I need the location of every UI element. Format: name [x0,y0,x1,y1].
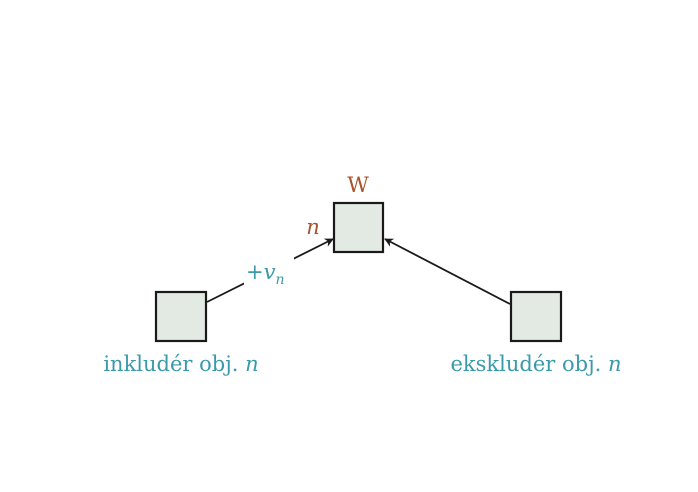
edge-label-variable: v [264,260,276,284]
node-center-top-label: W [347,173,369,197]
node-right-label: ekskludér obj. n [451,352,622,376]
node-right-label-text: ekskludér obj. [451,352,602,376]
node-center-side-label: n [306,215,320,239]
node-left [154,290,208,343]
node-right [509,290,563,343]
node-center [332,201,385,254]
edge-right-to-center [384,238,511,305]
edge-label-prefix: + [246,260,264,284]
edge-label-background [244,256,294,286]
node-right-label-var: n [608,352,622,376]
edge-label-plus-vn: +vn [246,260,285,288]
node-left-label: inkludér obj. n [103,352,258,376]
node-left-label-text: inkludér obj. [103,352,238,376]
node-left-label-var: n [245,352,259,376]
edge-label-subscript: n [275,272,284,288]
